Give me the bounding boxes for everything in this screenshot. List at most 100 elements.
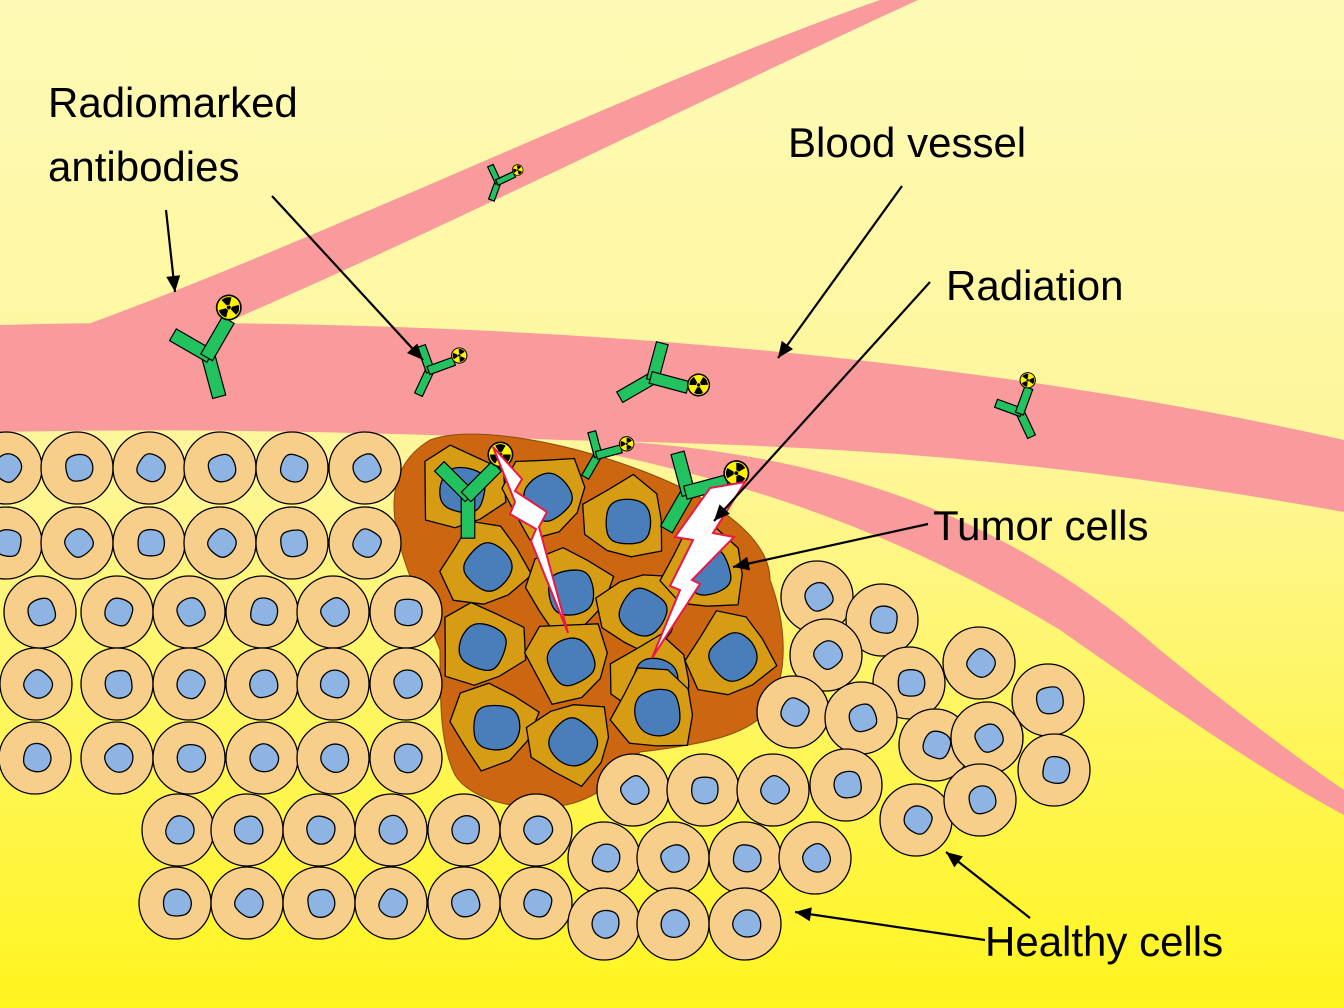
nucleus xyxy=(176,597,206,627)
radiation-group xyxy=(492,446,748,659)
nucleus xyxy=(250,597,279,626)
tumor-nucleus xyxy=(708,632,758,682)
healthy-cell xyxy=(80,575,154,649)
healthy-cell xyxy=(328,506,402,580)
nucleus xyxy=(897,669,926,697)
radiation-trefoil-icon xyxy=(687,373,711,397)
nucleus xyxy=(523,815,554,845)
antibody-group xyxy=(168,163,1037,539)
nucleus xyxy=(620,775,650,805)
tumor-nucleus xyxy=(473,704,521,751)
nucleus xyxy=(104,742,134,773)
nucleus xyxy=(65,453,94,482)
healthy-cell xyxy=(499,866,573,940)
vessel-main-trunk xyxy=(0,322,1344,512)
y-shaped-antibody-icon xyxy=(659,450,750,534)
healthy-cell xyxy=(809,748,883,822)
nucleus xyxy=(780,697,810,727)
healthy-cell xyxy=(636,887,710,961)
healthy-cell xyxy=(80,647,154,721)
radiation-trefoil-icon xyxy=(1019,372,1036,389)
healthy-cell xyxy=(427,793,501,867)
nucleus xyxy=(802,842,832,873)
healthy-cell xyxy=(666,753,740,827)
nucleus xyxy=(22,742,52,773)
label-radiation: Radiation xyxy=(946,262,1124,309)
nucleus xyxy=(393,743,423,774)
nucleus xyxy=(280,529,309,558)
tumor-cell xyxy=(439,520,533,605)
healthy-cell xyxy=(789,618,863,692)
radiation-trefoil-icon xyxy=(618,436,635,452)
pointer-arrow xyxy=(794,907,986,942)
healthy-cell xyxy=(708,821,782,895)
y-shaped-antibody-icon xyxy=(486,163,524,202)
nucleus xyxy=(0,453,23,483)
healthy-cell xyxy=(369,575,443,649)
nucleus xyxy=(591,909,620,939)
pointer-arrow xyxy=(732,522,929,571)
nucleus xyxy=(352,528,382,558)
tumor-nucleus xyxy=(634,688,681,737)
pointer-arrow xyxy=(945,851,1031,919)
nucleus xyxy=(760,775,791,805)
nucleus xyxy=(869,605,898,634)
healthy-cell xyxy=(943,763,1017,837)
healthy-cell xyxy=(152,647,226,721)
lightning-bolt-icon xyxy=(651,480,748,659)
healthy-cell-group xyxy=(0,431,1091,961)
nucleus xyxy=(691,776,719,805)
healthy-cell xyxy=(183,431,257,505)
healthy-cell xyxy=(0,431,43,505)
healthy-cell xyxy=(152,721,226,795)
healthy-cell xyxy=(138,866,212,940)
nucleus xyxy=(104,597,134,627)
healthy-cell xyxy=(225,721,299,795)
healthy-cell xyxy=(778,821,852,895)
nucleus xyxy=(660,844,690,873)
healthy-cell xyxy=(756,675,830,749)
nucleus xyxy=(732,844,762,873)
tumor-cell xyxy=(609,667,694,747)
healthy-cell xyxy=(225,575,299,649)
nucleus xyxy=(352,453,382,483)
nucleus xyxy=(27,597,57,627)
healthy-cell xyxy=(636,821,710,895)
nucleus xyxy=(0,529,22,558)
nucleus xyxy=(968,785,997,815)
healthy-cell xyxy=(567,887,641,961)
nucleus xyxy=(249,743,280,773)
nucleus xyxy=(319,669,350,699)
y-shaped-antibody-icon xyxy=(993,372,1037,440)
radiation-trefoil-icon xyxy=(451,347,468,364)
nucleus xyxy=(306,815,336,845)
healthy-cell xyxy=(210,793,284,867)
healthy-cell xyxy=(296,721,370,795)
healthy-cell xyxy=(296,575,370,649)
label-antibodies: antibodies xyxy=(48,143,240,190)
nucleus xyxy=(394,598,423,627)
healthy-cell xyxy=(3,575,77,649)
tumor-nucleus xyxy=(618,587,668,637)
healthy-cell xyxy=(879,783,953,857)
nucleus xyxy=(233,815,264,845)
nucleus xyxy=(207,527,237,558)
healthy-cell xyxy=(0,647,73,721)
healthy-cell xyxy=(369,721,443,795)
healthy-cell xyxy=(1017,733,1091,807)
healthy-cell xyxy=(225,647,299,721)
nucleus xyxy=(136,453,166,483)
nucleus xyxy=(207,453,237,483)
healthy-cell xyxy=(780,560,854,634)
nucleus xyxy=(591,843,621,873)
nucleus xyxy=(176,669,206,700)
tumor-nucleus xyxy=(548,717,599,767)
nucleus xyxy=(813,640,844,670)
pointer-arrow xyxy=(164,209,181,293)
tumor-cell xyxy=(523,623,608,706)
healthy-cell xyxy=(736,753,810,827)
healthy-cell xyxy=(328,431,402,505)
tumor-cell xyxy=(449,682,540,772)
tumor-cell xyxy=(525,704,610,788)
